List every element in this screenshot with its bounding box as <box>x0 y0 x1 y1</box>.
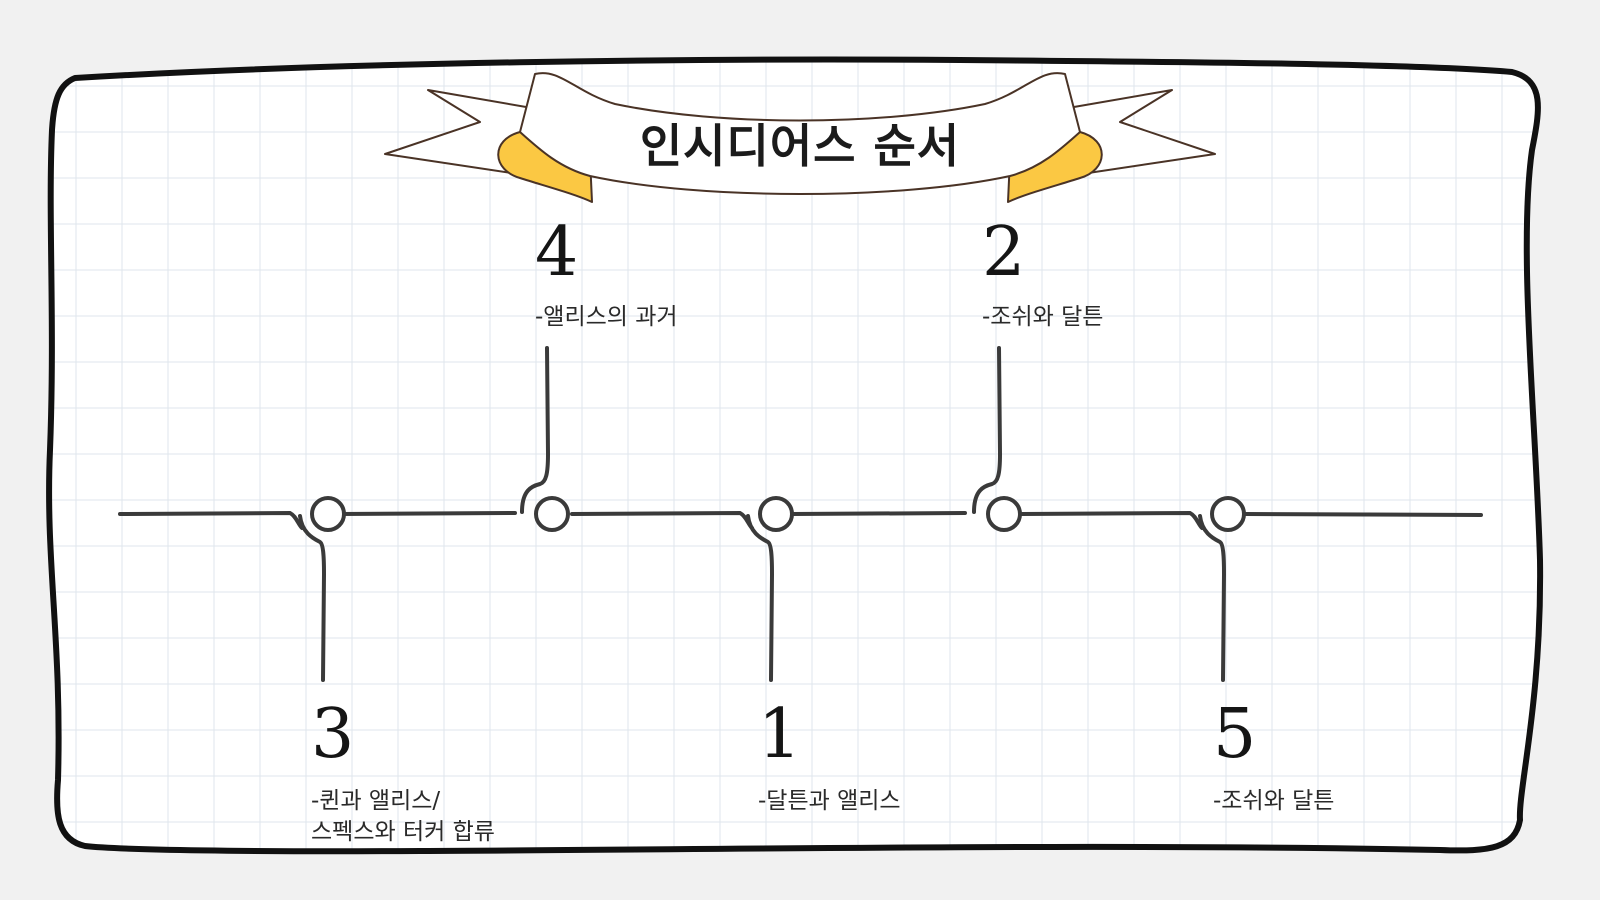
ribbon-main <box>519 72 1081 195</box>
title-ribbon <box>384 72 1216 203</box>
node-number: 5 <box>1213 695 1257 774</box>
timeline-node-circle <box>534 496 570 532</box>
timeline-nodes <box>298 346 1246 682</box>
node-text: -달튼과 앨리스 <box>758 788 901 814</box>
node-text: -조쉬와 달튼 <box>982 304 1104 330</box>
timeline-node-circle <box>1210 496 1246 532</box>
node-connector <box>298 514 327 682</box>
node-text: -퀸과 앨리스/ 스펙스와 터커 합류 <box>311 788 495 845</box>
node-number: 4 <box>535 213 579 292</box>
timeline-axis <box>118 510 1483 530</box>
timeline-node-circle <box>986 496 1022 532</box>
node-connector <box>1198 514 1227 682</box>
node-text: -조쉬와 달튼 <box>1213 788 1335 814</box>
node-number: 2 <box>982 213 1026 292</box>
node-connector <box>520 346 551 514</box>
timeline-node-circle <box>310 496 346 532</box>
timeline-node-circle <box>758 496 794 532</box>
node-text: -앨리스의 과거 <box>535 304 678 330</box>
node-connector <box>972 346 1003 514</box>
page-title: 인시디어스 순서 <box>639 119 961 173</box>
node-number: 3 <box>311 695 355 774</box>
node-connector <box>746 514 775 682</box>
node-number: 1 <box>758 695 802 774</box>
